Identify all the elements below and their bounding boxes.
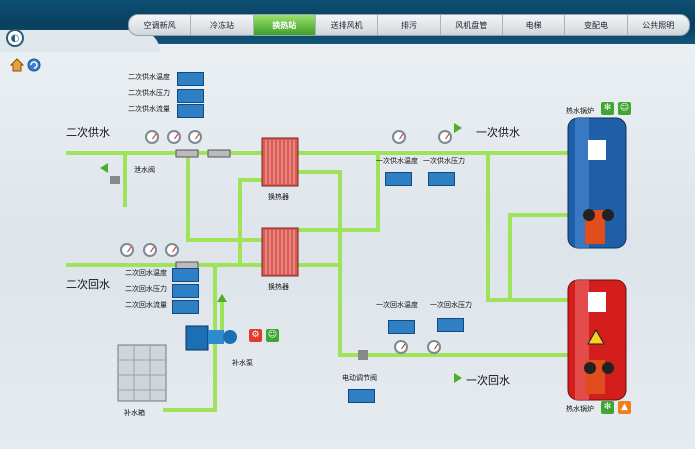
label-heat-exchanger-2: 换热器 xyxy=(268,283,289,291)
label-boiler-bottom: 热水锅炉 xyxy=(566,405,594,413)
label-sec-supply-flow: 二次供水流量 xyxy=(128,105,170,113)
gauge-pri-return-1 xyxy=(394,340,408,354)
value-sec-supply-flow xyxy=(177,104,204,118)
value-pri-return-temp xyxy=(388,320,415,334)
value-pri-supply-pressure xyxy=(428,172,455,186)
tab-lighting[interactable]: 公共照明 xyxy=(642,20,675,30)
fan-status-icon[interactable]: ✻ xyxy=(601,102,614,115)
label-control-valve: 电动调节阀 xyxy=(342,374,377,382)
fan-status-icon-2[interactable]: ✻ xyxy=(601,401,614,414)
label-primary-return: 一次回水 xyxy=(466,374,510,387)
pump-alarm-icon[interactable]: ⚙ xyxy=(249,329,262,342)
header-curve xyxy=(0,30,160,52)
gauge-pri-supply-1 xyxy=(392,130,406,144)
value-control-valve xyxy=(348,389,375,403)
label-pri-return-pressure: 一次回水压力 xyxy=(430,301,472,309)
tab-elevator[interactable]: 电梯 xyxy=(503,15,566,35)
gauge-sec-supply-2 xyxy=(167,130,181,144)
label-sec-return-temp: 二次回水温度 xyxy=(125,269,167,277)
label-secondary-supply: 二次供水 xyxy=(66,126,110,139)
label-sec-return-pressure: 二次回水压力 xyxy=(125,285,167,293)
value-sec-return-flow xyxy=(172,300,199,314)
gauge-pri-return-2 xyxy=(427,340,441,354)
label-pri-supply-pressure: 一次供水压力 xyxy=(423,157,465,165)
tab-fan-coil[interactable]: 风机盘管 xyxy=(441,15,503,35)
warning-icon[interactable]: ▲ xyxy=(618,401,631,414)
gauge-sec-supply-1 xyxy=(145,130,159,144)
valve-control xyxy=(358,350,368,360)
value-sec-supply-pressure xyxy=(177,89,204,103)
value-sec-return-pressure xyxy=(172,284,199,298)
label-makeup-pump: 补水泵 xyxy=(232,359,253,367)
smile-status-icon[interactable]: ☺ xyxy=(618,102,631,115)
label-sec-supply-pressure: 二次供水压力 xyxy=(128,89,170,97)
value-pri-return-pressure xyxy=(437,318,464,332)
label-boiler-top: 热水锅炉 xyxy=(566,107,594,115)
pump-ok-icon[interactable]: ☺ xyxy=(266,329,279,342)
label-pri-supply-temp: 一次供水温度 xyxy=(376,157,418,165)
refresh-icon[interactable] xyxy=(27,58,41,72)
gauge-pri-supply-2 xyxy=(438,130,452,144)
tab-heat-exchange[interactable]: 换热站 xyxy=(253,15,316,35)
tab-power[interactable]: 变配电 xyxy=(565,15,628,35)
label-pri-return-temp: 一次回水温度 xyxy=(376,301,418,309)
heat-exchanger-bottom xyxy=(261,227,299,277)
tab-ventilation[interactable]: 送排风机 xyxy=(316,15,379,35)
label-bypass-valve: 泄水阀 xyxy=(134,166,155,174)
label-sec-supply-temp: 二次供水温度 xyxy=(128,73,170,81)
value-sec-return-temp xyxy=(172,268,199,282)
boiler-blue xyxy=(567,117,627,249)
value-sec-supply-temp xyxy=(177,72,204,86)
gauge-sec-return-1 xyxy=(120,243,134,257)
boiler-red xyxy=(567,279,627,401)
home-icon[interactable] xyxy=(10,58,24,72)
label-heat-exchanger-1: 换热器 xyxy=(268,193,289,201)
main-nav: 空调新风 冷冻站 换热站 送排风机 排污 风机盘管 电梯 变配电 公共照明 xyxy=(128,14,690,36)
tab-drainage[interactable]: 排污 xyxy=(378,15,441,35)
valve-bypass xyxy=(110,176,120,184)
logo-icon: ◐ xyxy=(6,29,24,47)
label-primary-supply: 一次供水 xyxy=(476,126,520,139)
makeup-tank xyxy=(117,344,167,402)
label-sec-return-flow: 二次回水流量 xyxy=(125,301,167,309)
tab-chiller[interactable]: 冷冻站 xyxy=(191,15,254,35)
heat-exchanger-top xyxy=(261,137,299,187)
tab-air-fresh[interactable]: 空调新风 xyxy=(129,15,192,35)
gauge-sec-supply-3 xyxy=(188,130,202,144)
value-pri-supply-temp xyxy=(385,172,412,186)
label-secondary-return: 二次回水 xyxy=(66,278,110,291)
label-makeup-tank: 补水箱 xyxy=(124,409,145,417)
gauge-sec-return-2 xyxy=(143,243,157,257)
gauge-sec-return-3 xyxy=(165,243,179,257)
makeup-pump xyxy=(185,325,237,351)
